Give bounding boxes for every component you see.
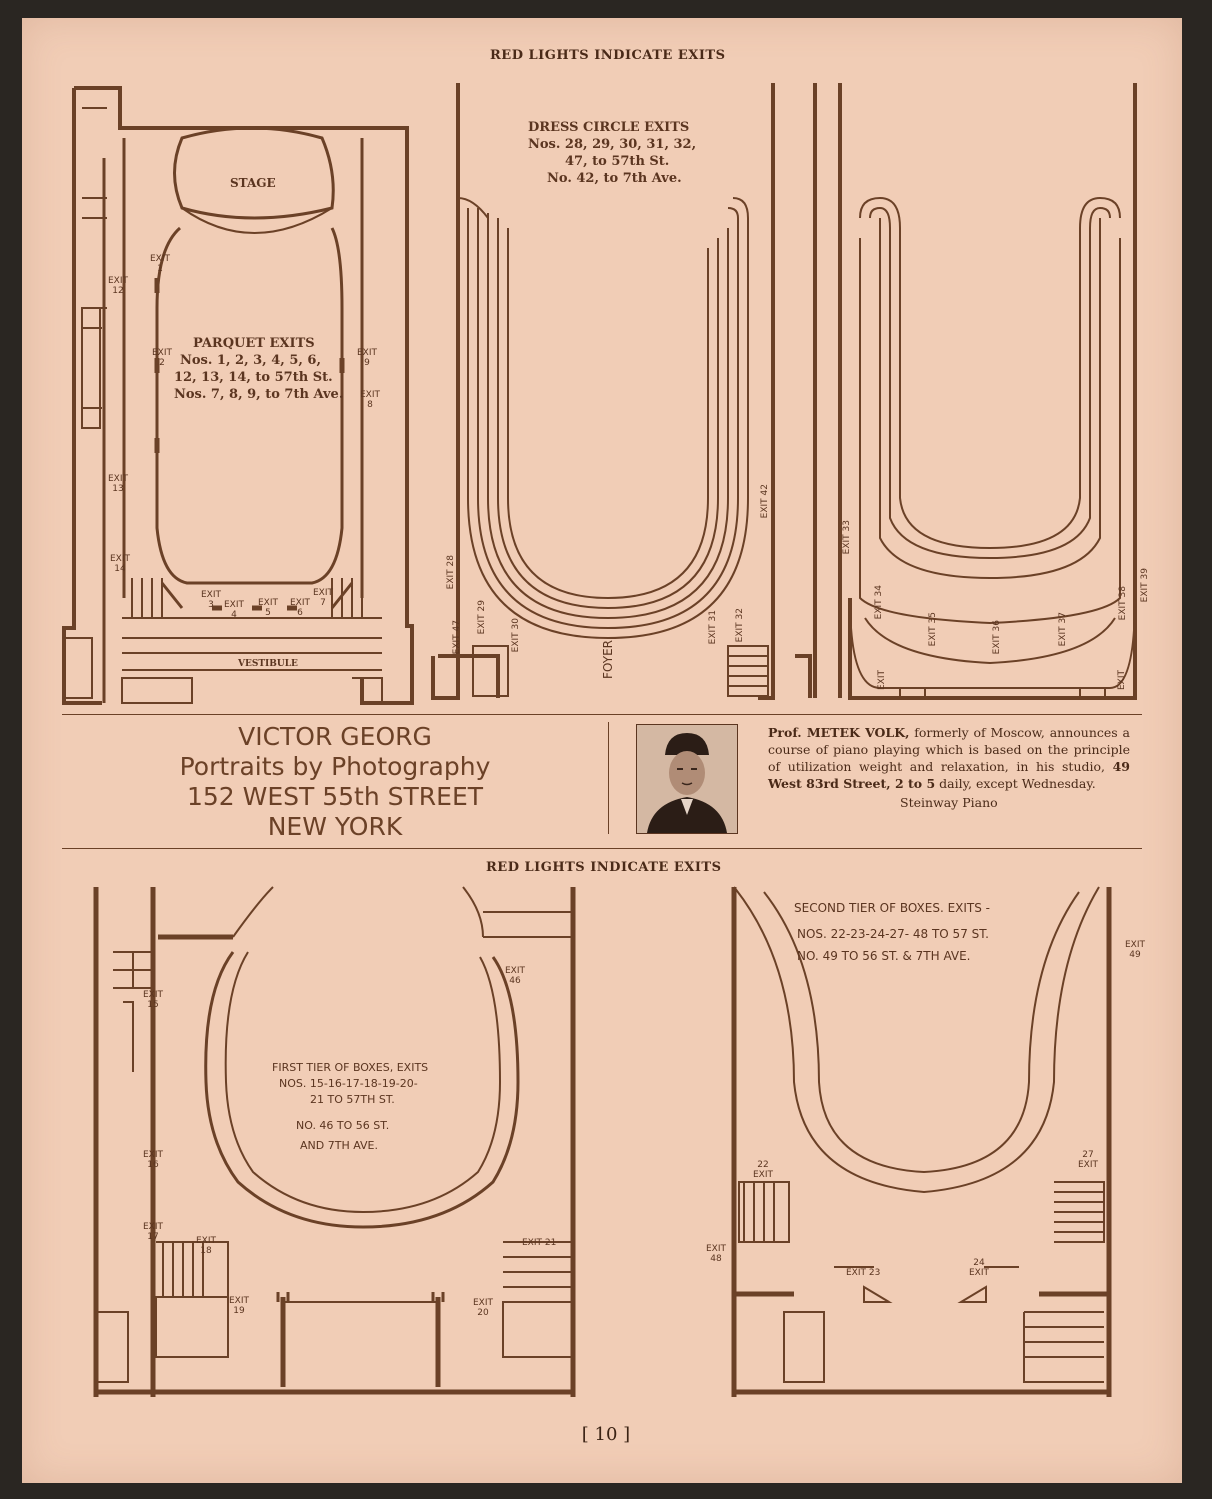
exit-39-label: EXIT 39	[1140, 568, 1150, 603]
volk-piano: Steinway Piano	[900, 795, 998, 810]
exit-24-label: 24 EXIT	[968, 1258, 989, 1278]
exit-16-label: EXIT 16	[142, 1150, 163, 1170]
exit-12-label: EXIT 12	[107, 276, 128, 296]
first-tier-line1: FIRST TIER OF BOXES, EXITS	[272, 1061, 429, 1074]
metek-volk-portrait	[636, 724, 738, 834]
ad-bottom-rule	[62, 848, 1142, 849]
georg-tagline: Portraits by Photography	[179, 752, 491, 781]
parquet-exits-title: PARQUET EXITS	[193, 336, 315, 351]
exit-46-label: EXIT 46	[504, 966, 525, 986]
first-tier-line2: NOS. 15-16-17-18-19-20-	[279, 1077, 418, 1090]
exit-7-label: EXIT 7	[312, 588, 333, 608]
second-tier-line2: NOS. 22-23-24-27- 48 TO 57 ST.	[797, 927, 989, 941]
exit-34-label: EXIT 34	[874, 585, 884, 620]
bottom-heading: RED LIGHTS INDICATE EXITS	[486, 860, 722, 875]
exit-32-label: EXIT 32	[735, 608, 745, 643]
exit-bottom-left-label: EXIT	[877, 670, 887, 691]
exit-42-label: EXIT 42	[760, 484, 770, 519]
dress-circle-line2: 47, to 57th St.	[565, 154, 670, 169]
exit-47-label: EXIT 47	[452, 620, 462, 655]
parquet-exits-line3: Nos. 7, 8, 9, to 7th Ave.	[174, 387, 344, 402]
exit-15-label: EXIT 15	[142, 990, 163, 1010]
exit-30-label: EXIT 30	[511, 618, 521, 653]
exit-48-label: EXIT 48	[705, 1244, 726, 1264]
second-tier-line1: SECOND TIER OF BOXES. EXITS -	[794, 901, 991, 915]
first-tier-line5: AND 7TH AVE.	[300, 1139, 378, 1152]
first-tier-line3: 21 TO 57TH ST.	[310, 1093, 395, 1106]
exit-21-label: EXIT 21	[522, 1238, 557, 1248]
victor-georg-ad: VICTOR GEORG Portraits by Photography 15…	[140, 722, 530, 842]
first-tier-line4: NO. 46 TO 56 ST.	[296, 1119, 390, 1132]
parquet-exits-line2: 12, 13, 14, to 57th St.	[174, 370, 333, 385]
exit-28-label: EXIT 28	[446, 555, 456, 590]
exit-20-label: EXIT 20	[472, 1298, 493, 1318]
exit-38-label: EXIT 38	[1118, 586, 1128, 621]
exit-36-label: EXIT 36	[992, 620, 1002, 655]
volk-name: METEK VOLK,	[806, 725, 910, 740]
dress-circle-line1: Nos. 28, 29, 30, 31, 32,	[528, 137, 697, 152]
balcony-floor-plan	[795, 83, 1137, 700]
exit-17-label: EXIT 17	[142, 1222, 163, 1242]
foyer-label: FOYER	[601, 640, 615, 679]
volk-text-1: formerly of Moscow, announces a course o…	[768, 725, 1130, 774]
ad-top-rule	[62, 714, 1142, 715]
page-number: [ 10 ]	[581, 1424, 631, 1445]
first-tier-floor-plan	[93, 886, 576, 1397]
top-heading: RED LIGHTS INDICATE EXITS	[490, 48, 726, 63]
exit-4-label: EXIT 4	[224, 600, 245, 620]
exit-37-label: EXIT 37	[1058, 612, 1068, 647]
dress-circle-title: DRESS CIRCLE EXITS	[528, 120, 690, 135]
exit-13-label: EXIT 13	[107, 474, 128, 494]
program-page	[22, 18, 1182, 1483]
exit-14-label: EXIT 14	[109, 554, 130, 574]
exit-bottom-right-label: EXIT	[1117, 670, 1127, 691]
exit-6-label: EXIT 6	[290, 598, 311, 618]
volk-prefix: Prof.	[768, 725, 807, 740]
second-tier-floor-plan	[731, 886, 1112, 1397]
stage-label: STAGE	[230, 176, 276, 190]
volk-address: 49 West 83rd Street, 2 to 5	[768, 759, 1130, 791]
exit-27-label: 27 EXIT	[1077, 1150, 1098, 1170]
exit-9-label: EXIT 9	[356, 348, 377, 368]
exit-5-label: EXIT 5	[258, 598, 279, 618]
exit-35-label: EXIT 35	[928, 612, 938, 647]
exit-19-label: EXIT 19	[228, 1296, 249, 1316]
vestibule-label: VESTIBULE	[238, 659, 298, 669]
exit-22-label: 22 EXIT	[752, 1160, 773, 1180]
exit-31-label: EXIT 31	[708, 610, 718, 645]
exit-29-label: EXIT 29	[477, 600, 487, 635]
exit-3-label: EXIT 3	[200, 590, 221, 610]
exit-8-label: EXIT 8	[359, 390, 380, 410]
metek-volk-ad: Prof. METEK VOLK, formerly of Moscow, an…	[768, 724, 1130, 811]
exit-49-label: EXIT 49	[1124, 940, 1145, 960]
second-tier-line3: NO. 49 TO 56 ST. & 7TH AVE.	[797, 949, 971, 963]
exit-18-label: EXIT 18	[195, 1236, 216, 1256]
exit-23-label: EXIT 23	[846, 1268, 881, 1278]
dress-circle-floor-plan	[431, 83, 775, 700]
exit-33-label: EXIT 33	[842, 520, 852, 555]
georg-address: 152 WEST 55th STREET	[186, 782, 484, 811]
ad-divider	[608, 722, 609, 834]
georg-name: VICTOR GEORG	[238, 722, 432, 751]
parquet-floor-plan	[62, 86, 414, 705]
exit-2-label: EXIT 2	[151, 348, 172, 368]
exit-1-label: EXIT 1	[149, 254, 170, 274]
volk-text-2: daily, except Wednesday.	[935, 776, 1096, 791]
parquet-exits-line1: Nos. 1, 2, 3, 4, 5, 6,	[180, 353, 321, 368]
georg-city: NEW YORK	[267, 812, 403, 841]
dress-circle-line3: No. 42, to 7th Ave.	[547, 171, 682, 186]
